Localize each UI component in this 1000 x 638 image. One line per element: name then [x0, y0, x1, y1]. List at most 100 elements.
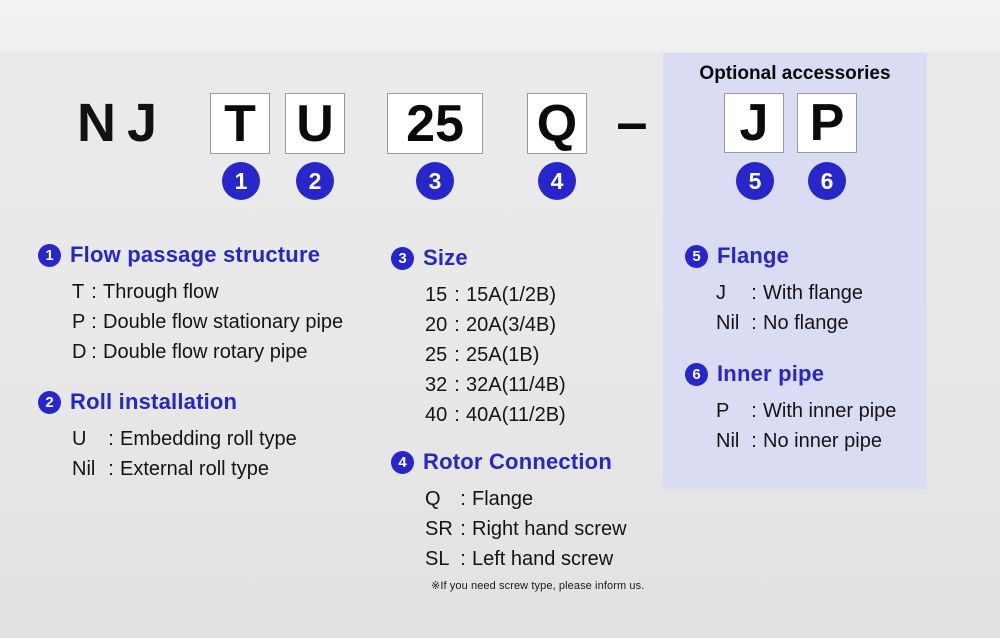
item-key: Q: [425, 488, 441, 510]
item-description: 20A(3/4B): [466, 314, 557, 336]
colon-separator: :: [108, 428, 114, 450]
item-row: SL: Left hand screw: [425, 544, 644, 574]
marker-circle-4: 4: [538, 162, 576, 200]
colon-separator: :: [454, 404, 460, 426]
section-heading: 5 Flange: [685, 243, 863, 269]
item-description: 15A(1/2B): [466, 284, 557, 306]
item-key: 25: [425, 344, 448, 366]
item-row: Nil: External roll type: [72, 454, 297, 484]
item-description: 40A(11/2B): [466, 404, 566, 426]
item-row: 20:20A(3/4B): [425, 310, 566, 340]
section-title: Flange: [717, 243, 790, 268]
colon-separator: :: [454, 374, 460, 396]
item-key: J: [716, 282, 726, 304]
section-number-badge: 2: [38, 390, 61, 414]
section-heading: 6 Inner pipe: [685, 361, 896, 387]
section-inner-pipe: 6 Inner pipe P:With inner pipe Nil: No in…: [685, 361, 896, 456]
colon-separator: :: [454, 344, 460, 366]
item-key: SR: [425, 518, 453, 540]
section-items: U: Embedding roll type Nil: External roll …: [38, 424, 297, 484]
code-prefix: NJ: [77, 93, 169, 153]
item-description: No flange: [763, 312, 849, 334]
section-number-badge: 6: [685, 362, 708, 386]
colon-separator: :: [454, 314, 460, 336]
code-separator-dash: –: [616, 90, 648, 153]
section-items: P:With inner pipe Nil: No inner pipe: [685, 396, 896, 456]
item-row: P:With inner pipe: [716, 396, 896, 426]
item-row: 32:32A(11/4B): [425, 370, 566, 400]
item-row: Nil: No flange: [716, 308, 863, 338]
code-segment-box-5: J: [724, 93, 784, 153]
section-title: Flow passage structure: [70, 242, 321, 267]
item-key: P: [716, 400, 730, 422]
code-segment-box-4: Q: [527, 93, 587, 154]
section-number-badge: 3: [391, 246, 414, 270]
optional-accessories-panel: [663, 53, 927, 489]
item-key: Nil: [716, 430, 740, 452]
colon-separator: :: [751, 312, 757, 334]
colon-separator: :: [91, 341, 97, 363]
section-title: Rotor Connection: [423, 449, 612, 474]
section-heading: 3 Size: [391, 245, 566, 271]
item-description: Right hand screw: [472, 518, 627, 540]
section-number-badge: 4: [391, 450, 414, 474]
code-segment-box-2: U: [285, 93, 345, 154]
item-row: U: Embedding roll type: [72, 424, 297, 454]
colon-separator: :: [454, 284, 460, 306]
colon-separator: :: [751, 400, 757, 422]
section-title: Roll installation: [70, 389, 238, 414]
section-rotor-connection: 4 Rotor Connection Q:Flange SR:Right han…: [391, 449, 644, 592]
section-roll-installation: 2 Roll installation U: Embedding roll typ…: [38, 389, 297, 484]
section-heading: 2 Roll installation: [38, 389, 297, 415]
colon-separator: :: [460, 488, 466, 510]
item-description: 25A(1B): [466, 344, 540, 366]
section-items: 15:15A(1/2B) 20:20A(3/4B) 25:25A(1B) 32:…: [391, 280, 566, 430]
item-key: U: [72, 428, 87, 450]
section-items: J: With flange Nil: No flange: [685, 278, 863, 338]
item-key: 15: [425, 284, 448, 306]
marker-circle-2: 2: [296, 162, 334, 200]
section-flange: 5 Flange J: With flange Nil: No flange: [685, 243, 863, 338]
colon-separator: :: [751, 430, 757, 452]
section-items: T:Through flow P:Double flow stationary …: [38, 277, 343, 367]
item-key: Nil: [716, 312, 740, 334]
item-description: Embedding roll type: [120, 428, 297, 450]
section-size: 3 Size 15:15A(1/2B) 20:20A(3/4B) 25:25A(…: [391, 245, 566, 430]
section-items: Q: Flange SR:Right hand screw SL: Left han…: [391, 484, 644, 592]
screw-type-note: ※If you need screw type, please inform u…: [431, 580, 645, 592]
item-description: No inner pipe: [763, 430, 882, 452]
item-key: Nil: [72, 458, 96, 480]
section-heading: 1 Flow passage structure: [38, 242, 343, 268]
marker-circle-6: 6: [808, 162, 846, 200]
optional-accessories-label: Optional accessories: [699, 63, 891, 84]
item-key: 40: [425, 404, 448, 426]
colon-separator: :: [108, 458, 114, 480]
section-number-badge: 5: [685, 244, 708, 268]
colon-separator: :: [460, 548, 466, 570]
item-key: D: [72, 341, 87, 363]
item-row: SR:Right hand screw: [425, 514, 644, 544]
item-row: P: Double flow stationary pipe: [72, 307, 343, 337]
item-key: SL: [425, 548, 450, 570]
marker-circle-1: 1: [222, 162, 260, 200]
item-description: With flange: [763, 282, 864, 304]
item-row: 25:25A(1B): [425, 340, 566, 370]
item-key: 20: [425, 314, 448, 336]
marker-circle-5: 5: [736, 162, 774, 200]
section-number-badge: 1: [38, 243, 61, 267]
code-segment-box-1: T: [210, 93, 270, 154]
item-description: External roll type: [120, 458, 269, 480]
item-description: Left hand screw: [472, 548, 614, 570]
item-description: Double flow rotary pipe: [103, 341, 308, 363]
item-description: Flange: [472, 488, 534, 510]
colon-separator: :: [91, 311, 97, 333]
colon-separator: :: [751, 282, 757, 304]
section-heading: 4 Rotor Connection: [391, 449, 644, 475]
item-description: Double flow stationary pipe: [103, 311, 344, 333]
item-key: 32: [425, 374, 448, 396]
item-row: J: With flange: [716, 278, 863, 308]
item-key: P: [72, 311, 86, 333]
marker-circle-3: 3: [416, 162, 454, 200]
item-row: 40:40A(11/2B): [425, 400, 566, 430]
